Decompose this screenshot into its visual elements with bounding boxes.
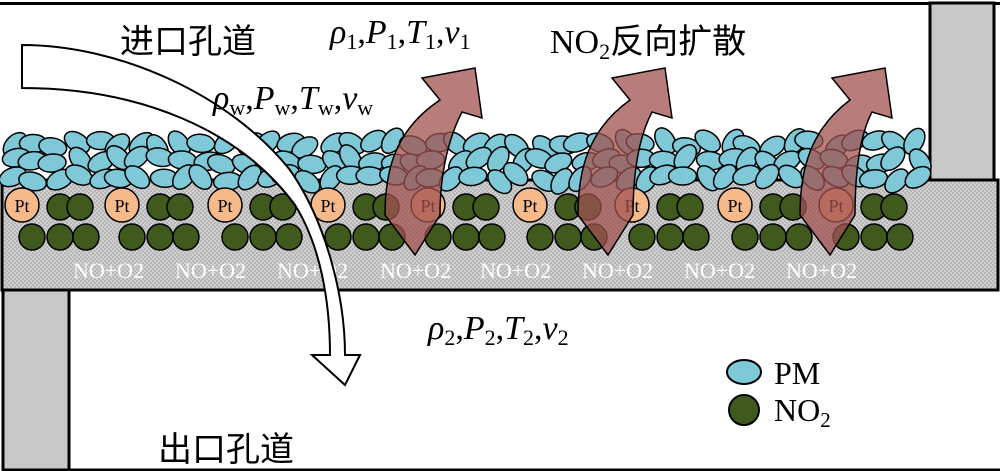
pm-particle xyxy=(360,129,387,153)
pm-particle xyxy=(502,161,529,187)
no2-particle xyxy=(172,223,200,251)
no2-particle xyxy=(554,223,582,251)
pm-particle xyxy=(206,153,236,175)
no2-particle xyxy=(526,223,554,251)
pt-label: Pt xyxy=(14,196,29,216)
pm-particle xyxy=(884,168,909,194)
pt-label: Pt xyxy=(217,196,232,216)
pm-particle xyxy=(667,166,698,186)
no2-particle xyxy=(452,223,480,251)
outlet-plug xyxy=(1,288,71,471)
pm-particle xyxy=(712,163,737,190)
no2-particle xyxy=(880,193,908,221)
pm-particle xyxy=(458,166,488,187)
inlet-channel-top-wall xyxy=(0,2,1000,5)
no2-particle xyxy=(628,223,656,251)
pt-catalyst xyxy=(4,187,40,223)
pt-label: Pt xyxy=(522,196,537,216)
reaction-label: NO+O2 xyxy=(786,258,857,283)
pm-particle xyxy=(188,164,213,191)
pm-particle xyxy=(37,153,67,173)
legend-no2-label: NO2 xyxy=(774,392,831,432)
no2-back-diffusion-arrows xyxy=(384,67,893,257)
inlet-state-variables: ρ1,P1,T1,v1 xyxy=(330,14,471,54)
no2-particle xyxy=(682,223,710,251)
pm-particle xyxy=(880,146,906,172)
pm-particle xyxy=(123,145,150,170)
legend-no2-marker xyxy=(728,394,760,426)
no2-particle xyxy=(72,223,100,251)
reaction-label: NO+O2 xyxy=(175,258,246,283)
no2-back-diffusion-label: NO2反向扩散 xyxy=(550,22,747,64)
pm-particle xyxy=(732,164,761,186)
pt-catalyst xyxy=(104,187,140,223)
reaction-label: NO+O2 xyxy=(380,258,451,283)
wall-state-variables: ρw,Pw,Tw,vw xyxy=(213,80,374,120)
no2-particle xyxy=(731,223,759,251)
outlet-state-variables: ρ2,P2,T2,v2 xyxy=(428,310,569,350)
reaction-label: NO+O2 xyxy=(277,258,348,283)
reaction-label: NO+O2 xyxy=(73,258,144,283)
pm-particle xyxy=(904,165,932,189)
pm-particle xyxy=(465,146,493,171)
no2-particle xyxy=(472,193,500,221)
no2-particle xyxy=(118,223,146,251)
no2-particle xyxy=(478,223,506,251)
no2-particle xyxy=(860,223,888,251)
back-diffusion-arrow xyxy=(799,67,893,257)
no2-particle xyxy=(146,223,174,251)
reaction-label: NO+O2 xyxy=(480,258,551,283)
pt-catalyst xyxy=(512,187,548,223)
pt-catalyst xyxy=(207,187,243,223)
reaction-label: NO+O2 xyxy=(582,258,653,283)
pt-catalyst xyxy=(717,187,753,223)
pm-particle xyxy=(694,129,722,153)
legend-pm-marker xyxy=(726,359,762,385)
no2-particle xyxy=(352,223,380,251)
no2-particle xyxy=(18,223,46,251)
no2-particle xyxy=(785,223,813,251)
pm-particle xyxy=(903,127,926,155)
back-diffusion-arrow xyxy=(577,67,673,257)
pm-particle xyxy=(754,163,780,190)
no2-particle xyxy=(46,223,74,251)
pt-label: Pt xyxy=(114,196,129,216)
back-diffusion-arrow xyxy=(384,67,483,257)
outlet-channel-label: 出口孔道 xyxy=(158,430,294,470)
no2-particle xyxy=(66,193,94,221)
reaction-labels: NO+O2 NO+O2 NO+O2 NO+O2 NO+O2 NO+O2 NO+O2 NO+O2 xyxy=(73,258,857,283)
no2-particle xyxy=(759,223,787,251)
inlet-plug xyxy=(928,1,996,183)
legend-pm-label: PM xyxy=(774,355,821,391)
inlet-channel-label: 进口孔道 xyxy=(120,22,256,62)
pt-label: Pt xyxy=(727,196,742,216)
pt-label: Pt xyxy=(320,196,335,216)
reaction-label: NO+O2 xyxy=(684,258,755,283)
pm-particle xyxy=(124,165,151,190)
no2-particle xyxy=(886,223,914,251)
no2-particle xyxy=(221,223,249,251)
no2-particle xyxy=(676,193,704,221)
no2-particle xyxy=(166,193,194,221)
no2-particle xyxy=(656,223,684,251)
gas-flow-arrow xyxy=(21,43,362,387)
no2-particle xyxy=(324,223,352,251)
no2-particle xyxy=(275,223,303,251)
no2-particle xyxy=(249,223,277,251)
